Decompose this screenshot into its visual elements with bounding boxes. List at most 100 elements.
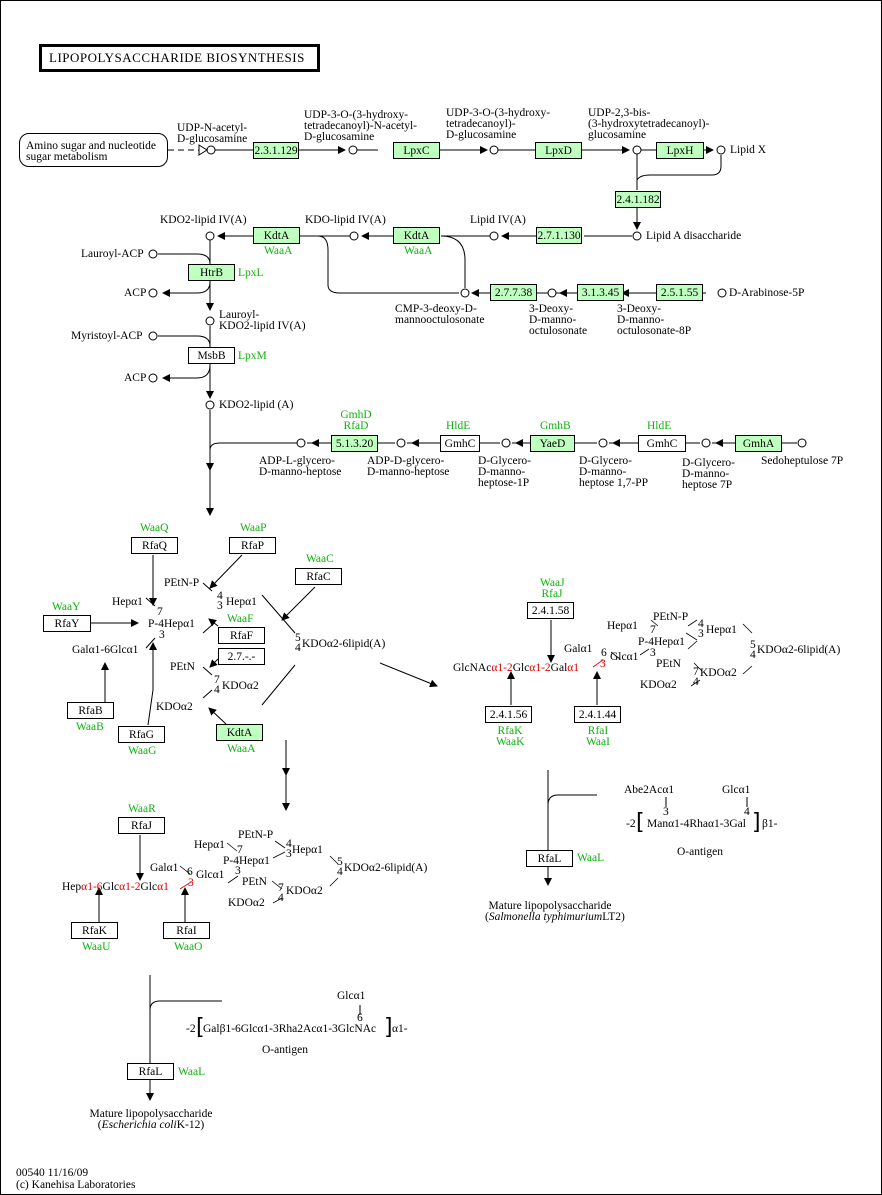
enzyme-rfaf[interactable]: RfaF	[218, 627, 265, 644]
enzyme-rfal[interactable]: RfaL	[127, 1063, 174, 1080]
map-link-amino-sugar[interactable]: Amino sugar and nucleotide sugar metabol…	[19, 133, 168, 167]
compound-kdo[interactable]: 3-Deoxy-D-manno-octulosonate	[529, 303, 588, 337]
enzyme-kdta[interactable]: KdtA	[253, 227, 300, 244]
alias-waab: WaaB	[76, 721, 104, 733]
oantigen-repeat: Galβ1-6Glcα1-3Rha2Acα1-3GlcNAc	[203, 1023, 377, 1035]
glycan-kdo: KDOα2	[222, 680, 259, 692]
enzyme-rfaq[interactable]: RfaQ	[131, 537, 178, 554]
enzyme-5.1.3.20[interactable]: 5.1.3.20	[331, 435, 378, 452]
compound-udp-3o-acyl-glcn[interactable]: UDP-3-O-(3-hydroxy-tetradecanoyl)-D-gluc…	[446, 107, 551, 141]
glycan-position: 3	[650, 647, 656, 659]
compound-lipid-a-disaccharide[interactable]: Lipid A disaccharide	[646, 230, 742, 242]
compound-lipid-x[interactable]: Lipid X	[730, 144, 767, 156]
enzyme-gmhc[interactable]: GmhC	[440, 435, 480, 452]
enzyme-rfac[interactable]: RfaC	[295, 568, 342, 585]
alias-waac: WaaC	[306, 553, 334, 565]
glycan-glc: Glcα1	[722, 784, 751, 796]
enzyme-rfai[interactable]: RfaI	[163, 922, 210, 939]
glycan-gal: Galα1	[150, 862, 179, 874]
alias-waag: WaaG	[128, 745, 157, 757]
enzyme-2.4.1.182[interactable]: 2.4.1.182	[615, 191, 661, 208]
enzyme-2.7[interactable]: 2.7.-.-	[218, 648, 265, 665]
compound-myristoyl-acp[interactable]: Myristoyl-ACP	[71, 330, 143, 342]
compound-adp-d-heptose[interactable]: ADP-D-glycero-D-manno-heptose	[367, 455, 450, 478]
enzyme-2.5.1.55[interactable]: 2.5.1.55	[656, 284, 703, 301]
map-id: 00540 11/16/09	[16, 1167, 89, 1179]
glycan-position: 7	[650, 624, 656, 636]
compound-lipid-iva[interactable]: Lipid IV(A)	[470, 214, 526, 226]
compound-kdo2-lipid-iva[interactable]: KDO2-lipid IV(A)	[160, 214, 247, 226]
enzyme-htrb[interactable]: HtrB	[188, 264, 235, 281]
alias-waar: WaaR	[128, 803, 156, 815]
enzyme-2.4.1.44[interactable]: 2.4.1.44	[574, 706, 621, 723]
compound-udp-glcnac[interactable]: UDP-N-acetyl-D-glucosamine	[177, 122, 248, 145]
glycan-petn-p: PEtN-P	[164, 577, 200, 589]
product-salmonella-lps[interactable]: Mature lipopolysaccharide(Salmonella typ…	[485, 900, 625, 923]
compound-nodes	[148, 145, 807, 448]
compound-sedoheptulose-7p[interactable]: Sedoheptulose 7P	[761, 455, 844, 467]
glycan-glc: Glcα1	[610, 651, 639, 663]
glycan-kdo: KDOα2	[228, 897, 265, 909]
compound-heptose-17pp[interactable]: D-Glycero-D-manno-heptose 1,7-PP	[579, 455, 648, 489]
compound-udp-3o-acyl-glcnac[interactable]: UDP-3-O-(3-hydroxy-tetradecanoyl)-N-acet…	[304, 109, 418, 143]
enzyme-rfab[interactable]: RfaB	[67, 702, 114, 719]
glycan-hep: Hepα1	[112, 596, 143, 608]
enzyme-gmha[interactable]: GmhA	[735, 435, 782, 452]
enzyme-lpxd[interactable]: LpxD	[535, 142, 582, 159]
enzyme-2.7.1.130[interactable]: 2.7.1.130	[536, 227, 582, 244]
enzyme-rfag[interactable]: RfaG	[118, 726, 165, 743]
enzyme-rfay[interactable]: RfaY	[43, 615, 91, 632]
enzyme-rfaj[interactable]: RfaJ	[118, 817, 165, 834]
glycan-petn: PEtN	[656, 658, 681, 670]
enzyme-2.7.7.38[interactable]: 2.7.7.38	[490, 284, 537, 301]
compound-acp[interactable]: ACP	[124, 287, 147, 299]
glycan-kdo-lipid: KDOα2-6lipid(A)	[757, 644, 841, 656]
enzyme-lpxh[interactable]: LpxH	[656, 142, 704, 159]
glycan-p4hep: P-4Hepα1	[148, 618, 195, 630]
glycan-p4hep: P-4Hepα1	[223, 855, 270, 867]
product-ecoli-lps[interactable]: Mature lipopolysaccharide(Escherichia co…	[89, 1108, 213, 1131]
glycan-p4hep: P-4Hepα1	[638, 636, 685, 648]
enzyme-2.4.1.58[interactable]: 2.4.1.58	[527, 602, 574, 619]
enzyme-kdta[interactable]: KdtA	[216, 724, 263, 741]
open-arrow-icon	[198, 144, 208, 156]
compound-heptose-1p[interactable]: D-Glycero-D-manno-heptose-1P	[478, 455, 532, 489]
compound-lauroyl-acp[interactable]: Lauroyl-ACP	[81, 248, 144, 260]
glycan-hep: Hepα1	[607, 620, 638, 632]
enzyme-kdta[interactable]: KdtA	[393, 227, 440, 244]
glycan-petn-p: PEtN-P	[653, 611, 689, 623]
enzyme-rfal[interactable]: RfaL	[526, 850, 573, 867]
enzyme-2.3.1.129[interactable]: 2.3.1.129	[253, 142, 299, 159]
glycan-kdo-lipid: KDOα2-6lipid(A)	[302, 638, 386, 650]
enzyme-rfak[interactable]: RfaK	[71, 922, 118, 939]
compound-udp-diacyl-glcn[interactable]: UDP-2,3-bis-(3-hydroxytetradecanoyl)-glu…	[588, 107, 710, 141]
alias-waau: WaaU	[82, 941, 111, 953]
enzyme-gmhc[interactable]: GmhC	[638, 435, 686, 452]
enzyme-msbb[interactable]: MsbB	[188, 347, 235, 364]
compound-lauroyl-kdo2[interactable]: Lauroyl-KDO2-lipid IV(A)	[219, 309, 306, 332]
enzyme-yaed[interactable]: YaeD	[530, 435, 575, 452]
glycan-galglc: Galα1-6Glcα1	[72, 644, 139, 656]
glycan-abe: Abe2Acα1	[624, 784, 675, 796]
compound-acp[interactable]: ACP	[124, 372, 147, 384]
enzyme-3.1.3.45[interactable]: 3.1.3.45	[577, 284, 624, 301]
compound-kdo-lipid-iva[interactable]: KDO-lipid IV(A)	[305, 214, 386, 226]
enzyme-2.4.1.56[interactable]: 2.4.1.56	[485, 706, 532, 723]
compound-adp-l-heptose[interactable]: ADP-L-glycero-D-manno-heptose	[259, 455, 342, 478]
compound-arabinose-5p[interactable]: D-Arabinose-5P	[729, 287, 805, 299]
alias-waaa: WaaA	[264, 245, 293, 257]
compound-kdo-8p[interactable]: 3-Deoxy-D-manno-octulosonate-8P	[617, 303, 692, 337]
copyright: (c) Kanehisa Laboratories	[16, 1179, 136, 1191]
glycan-hep: Hepα1	[194, 839, 225, 851]
alias-waaa: WaaA	[227, 743, 256, 755]
compound-cmp-kdo[interactable]: CMP-3-deoxy-D-mannooctulosonate	[395, 303, 485, 326]
compound-heptose-7p[interactable]: D-Glycero-D-manno-heptose 7P	[682, 457, 736, 491]
enzyme-lpxc[interactable]: LpxC	[393, 142, 440, 159]
compound-kdo2-lipid-a[interactable]: KDO2-lipid (A)	[219, 399, 294, 411]
glycan-petn-p: PEtN-P	[238, 829, 274, 841]
glycan-chain-ecoli: Hepα1-6Glcα1-2Glcα1	[62, 881, 169, 893]
alias-waay: WaaY	[52, 601, 81, 613]
enzyme-rfap[interactable]: RfaP	[229, 537, 276, 554]
